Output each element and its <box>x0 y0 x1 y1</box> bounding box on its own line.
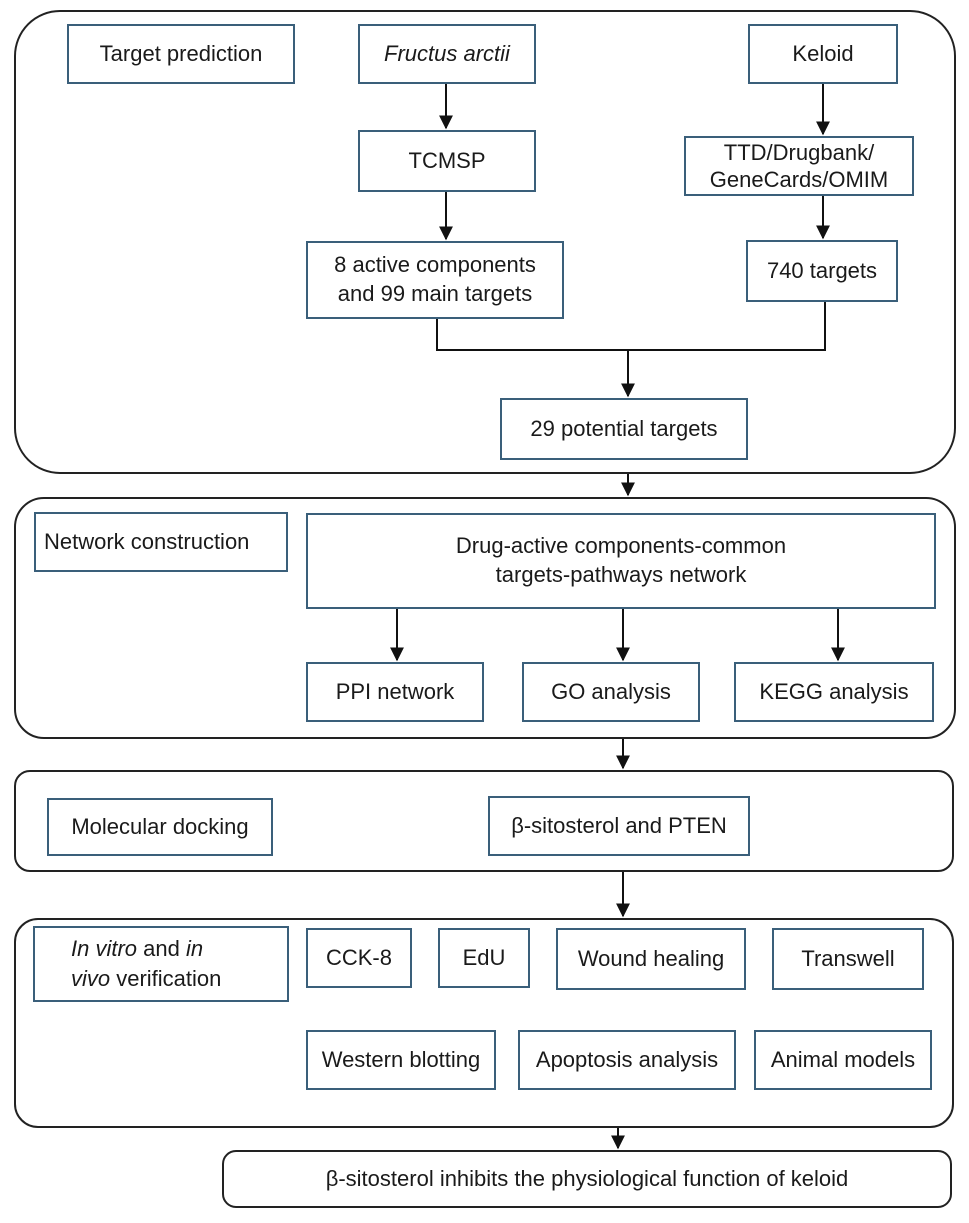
assay-western-blotting-text: Western blotting <box>321 1046 481 1072</box>
conclusion-text: β-sitosterol inhibits the physiological … <box>325 1165 849 1191</box>
network-construction-label: Network construction <box>34 512 288 572</box>
network-line1: Drug-active components-common <box>455 533 787 559</box>
ppi-box: PPI network <box>306 662 484 722</box>
kegg-box: KEGG analysis <box>734 662 934 722</box>
assay-wound-healing-text: Wound healing <box>577 945 725 971</box>
ppi-text: PPI network <box>335 678 455 704</box>
network-construction-label-text: Network construction <box>44 528 250 554</box>
assay-wound-healing: Wound healing <box>556 928 746 990</box>
assay-western-blotting: Western blotting <box>306 1030 496 1090</box>
herb-result-line2: and 99 main targets <box>337 281 533 306</box>
herb-box: Fructus arctii <box>358 24 536 84</box>
target-prediction-label: Target prediction <box>67 24 295 84</box>
verification-label: In vitro and in vivo verification <box>33 926 289 1002</box>
herb-result-line1: 8 active components <box>334 252 536 278</box>
disease-result-text: 740 targets <box>766 257 878 283</box>
keloid-text: Keloid <box>792 40 854 66</box>
assay-animal-models-text: Animal models <box>770 1046 916 1072</box>
docking-pair-box: β-sitosterol and PTEN <box>488 796 750 856</box>
molecular-docking-label-text: Molecular docking <box>71 813 249 839</box>
go-box: GO analysis <box>522 662 700 722</box>
conclusion-box: β-sitosterol inhibits the physiological … <box>222 1150 952 1208</box>
label-verification: verification <box>110 966 222 991</box>
disease-db-line1: TTD/Drugbank/ <box>723 139 875 165</box>
network-line2: targets-pathways network <box>495 562 747 587</box>
assay-transwell-text: Transwell <box>801 945 895 971</box>
disease-db-box: TTD/Drugbank/ GeneCards/OMIM <box>684 136 914 196</box>
molecular-docking-label: Molecular docking <box>47 798 273 856</box>
network-box: Drug-active components-common targets-pa… <box>306 513 936 609</box>
assay-transwell: Transwell <box>772 928 924 990</box>
tcmsp-text: TCMSP <box>408 147 486 173</box>
tcmsp-box: TCMSP <box>358 130 536 192</box>
assay-edu: EdU <box>438 928 530 988</box>
merge-line <box>436 302 826 351</box>
keloid-box: Keloid <box>748 24 898 84</box>
go-text: GO analysis <box>551 678 671 704</box>
potential-targets-box: 29 potential targets <box>500 398 748 460</box>
label-in: in <box>185 936 204 962</box>
label-vivo: vivo <box>71 966 111 991</box>
assay-edu-text: EdU <box>462 944 506 970</box>
assay-cck8: CCK-8 <box>306 928 412 988</box>
assay-cck8-text: CCK-8 <box>325 944 392 970</box>
docking-pair-text: β-sitosterol and PTEN <box>511 812 727 838</box>
label-in-vitro: In vitro <box>71 936 138 962</box>
assay-apoptosis: Apoptosis analysis <box>518 1030 736 1090</box>
disease-result-box: 740 targets <box>746 240 898 302</box>
kegg-text: KEGG analysis <box>759 678 909 704</box>
assay-apoptosis-text: Apoptosis analysis <box>535 1046 719 1072</box>
label-and: and <box>137 936 186 962</box>
potential-targets-text: 29 potential targets <box>530 415 718 441</box>
herb-result-box: 8 active components and 99 main targets <box>306 241 564 319</box>
assay-animal-models: Animal models <box>754 1030 932 1090</box>
herb-text: Fructus arctii <box>384 40 510 66</box>
disease-db-line2: GeneCards/OMIM <box>709 167 889 192</box>
target-prediction-label-text: Target prediction <box>99 40 263 66</box>
